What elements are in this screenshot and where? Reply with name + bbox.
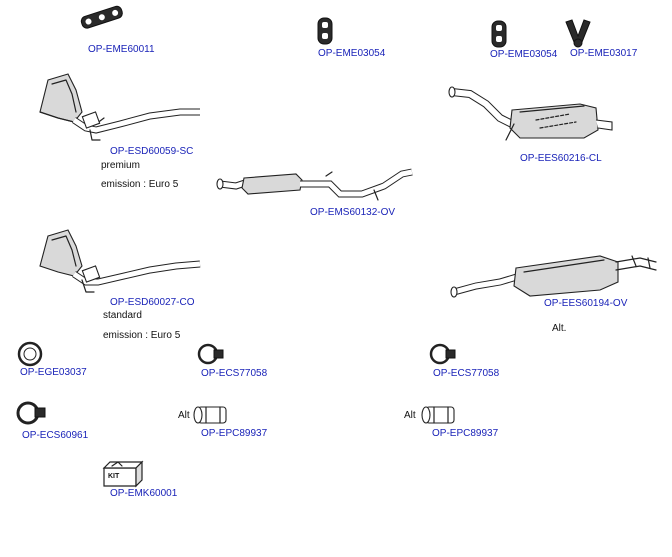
part-code-ecs77058[interactable]: OP-ECS77058 [201, 368, 268, 379]
rear-silencer-icon[interactable] [450, 255, 657, 298]
catalytic-converter-icon[interactable] [39, 229, 201, 293]
alt-note: Alt. [552, 323, 567, 334]
part-code-esd60027[interactable]: OP-ESD60027-CO [110, 297, 195, 308]
ring-gasket-icon[interactable] [17, 341, 43, 367]
v-hanger-icon[interactable] [565, 19, 591, 48]
part-code-ees60216[interactable]: OP-EES60216-CL [520, 153, 602, 164]
rear-silencer-icon[interactable] [448, 86, 613, 141]
kit-box-label: KIT [108, 473, 120, 480]
part-code-epc89937[interactable]: OP-EPC89937 [432, 428, 499, 439]
catalytic-converter-icon[interactable] [39, 73, 200, 141]
rubber-hanger-icon[interactable] [317, 17, 333, 45]
part-code-eme03054[interactable]: OP-EME03054 [490, 49, 558, 60]
gasket-bracket-icon[interactable] [80, 5, 124, 29]
emission-note: emission : Euro 5 [103, 330, 181, 341]
part-code-epc89937[interactable]: OP-EPC89937 [201, 428, 268, 439]
part-code-ecs77058[interactable]: OP-ECS77058 [433, 368, 500, 379]
clamp-icon[interactable] [197, 343, 224, 365]
variant-note: standard [103, 310, 142, 321]
clamp-icon[interactable] [16, 401, 46, 425]
middle-silencer-icon[interactable] [216, 168, 413, 201]
mounting-kit-box-icon[interactable] [102, 460, 144, 488]
alt-prefix: Alt [404, 410, 416, 421]
part-code-ecs60961[interactable]: OP-ECS60961 [22, 430, 89, 441]
emission-note: emission : Euro 5 [101, 179, 179, 190]
alt-prefix: Alt [178, 410, 190, 421]
variant-note: premium [101, 160, 140, 171]
clamp-icon[interactable] [429, 343, 456, 365]
part-code-eme03017[interactable]: OP-EME03017 [570, 48, 638, 59]
rubber-hanger-icon[interactable] [491, 20, 507, 48]
part-code-ees60194[interactable]: OP-EES60194-OV [544, 298, 628, 309]
part-code-ege03037[interactable]: OP-EGE03037 [20, 367, 87, 378]
part-code-emk60001[interactable]: OP-EMK60001 [110, 488, 178, 499]
part-code-eme60011[interactable]: OP-EME60011 [88, 44, 155, 55]
pipe-connector-icon[interactable] [193, 406, 227, 424]
part-code-eme03054[interactable]: OP-EME03054 [318, 48, 386, 59]
pipe-connector-icon[interactable] [421, 406, 455, 424]
part-code-ems60132[interactable]: OP-EMS60132-OV [310, 207, 396, 218]
part-code-esd60059[interactable]: OP-ESD60059-SC [110, 146, 194, 157]
